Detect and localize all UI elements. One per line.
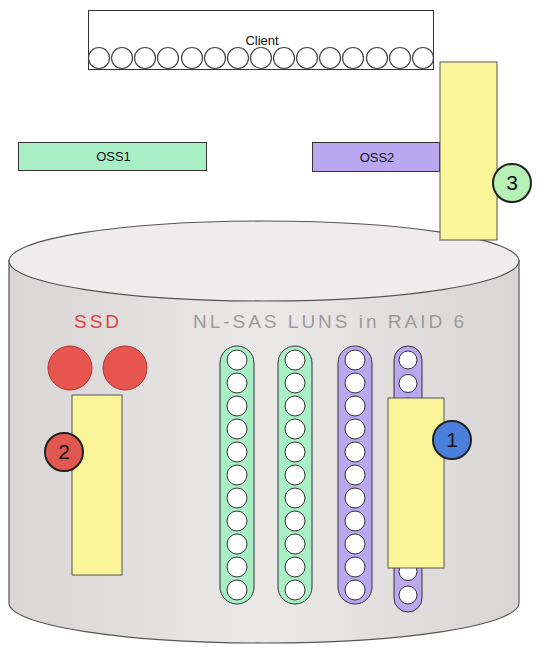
highlight-bar — [388, 398, 444, 568]
node-label: OSS2 — [360, 151, 395, 166]
highlight-bar — [72, 395, 122, 575]
callout-number: 1 — [446, 428, 458, 452]
callout-number: 2 — [58, 440, 70, 464]
callout-circle — [493, 164, 531, 202]
cylinder-body — [9, 260, 519, 643]
callout-circle — [433, 421, 471, 459]
server-box: OSS1 — [18, 142, 207, 171]
node-label: NL-SAS LUNS in RAID 6 — [193, 311, 467, 333]
lun-column — [278, 346, 312, 604]
cylinder-top — [9, 221, 519, 301]
lun-column — [220, 346, 254, 604]
lun-column — [338, 346, 372, 604]
callout-circle — [45, 433, 83, 471]
server-box: OSS2 — [312, 142, 440, 172]
node-label: SSD — [74, 311, 122, 333]
callout-number: 3 — [506, 171, 518, 195]
node-label: OSS1 — [96, 150, 131, 165]
highlight-bar — [440, 62, 497, 240]
node-label: Client — [245, 34, 278, 49]
client-ports — [89, 48, 434, 69]
